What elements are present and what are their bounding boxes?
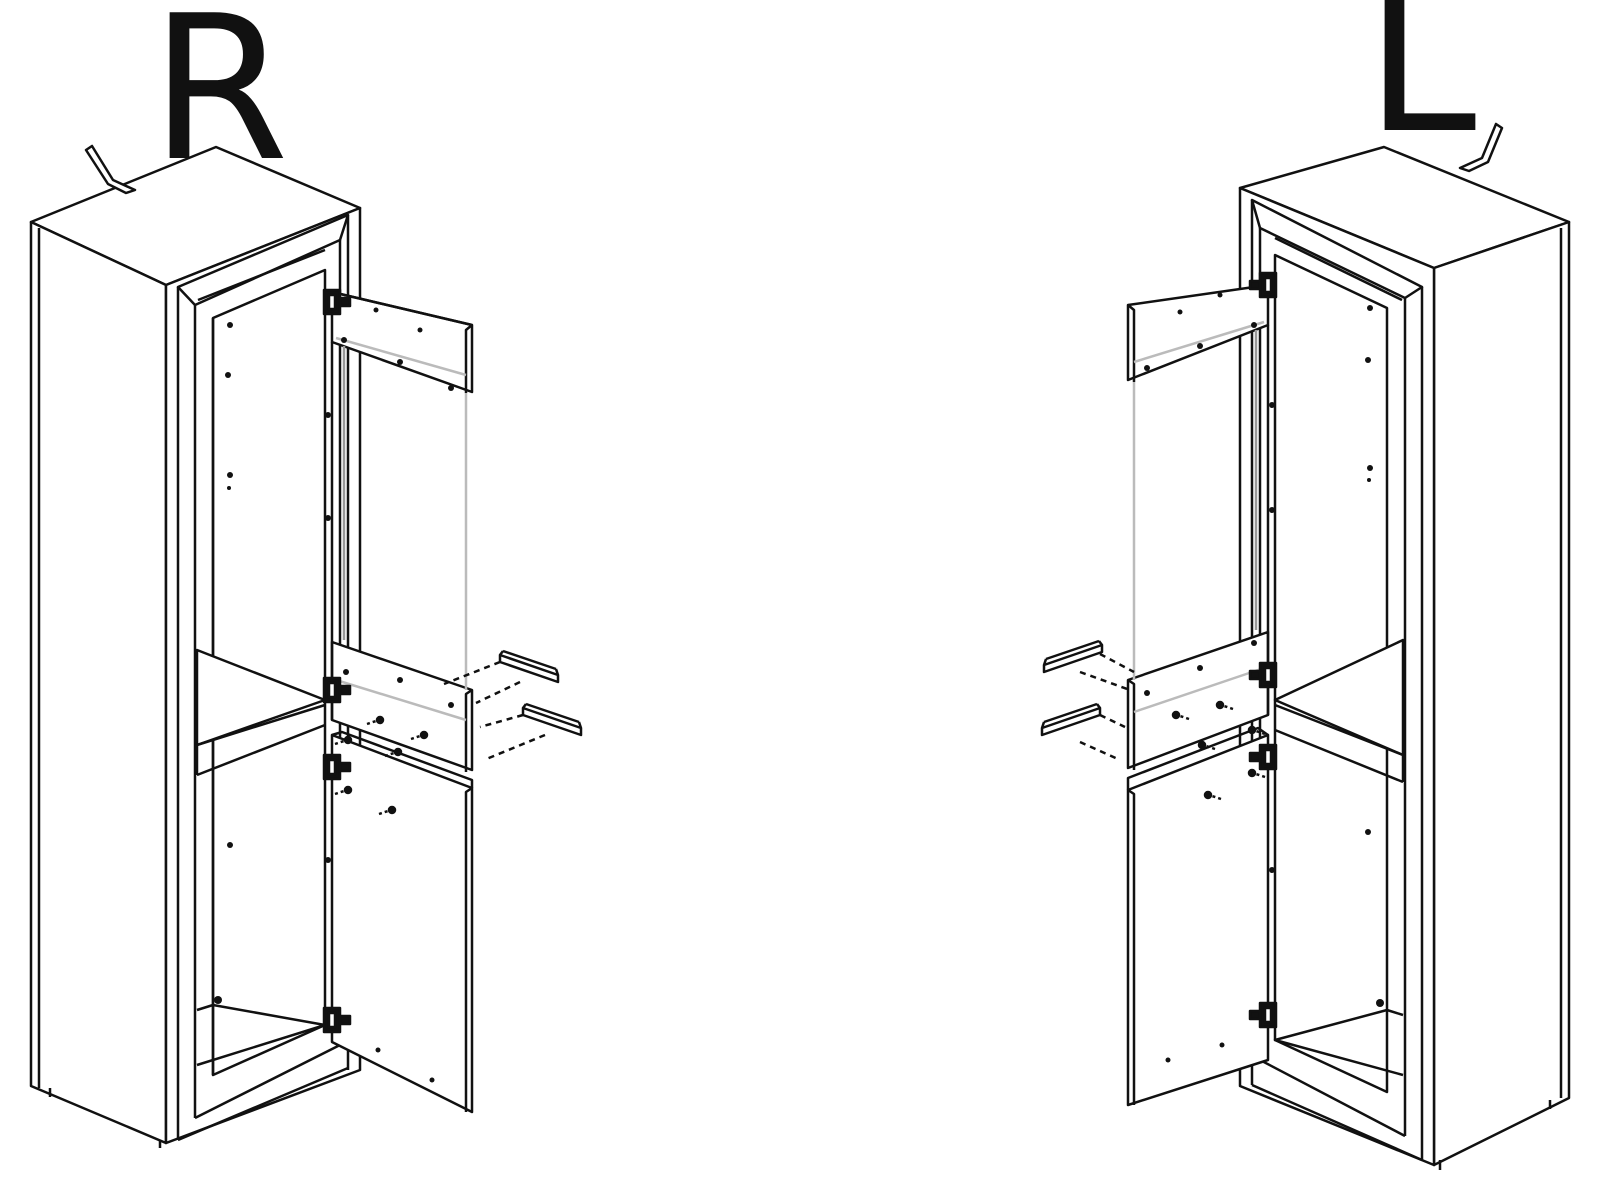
variant-label-left: L [1365,0,1477,178]
wall-bracket-icon [84,144,137,195]
cabinet-right-shelf [195,648,327,747]
cabinet-right [29,144,583,1148]
wall-bracket-icon [1458,122,1504,173]
cabinet-right-side [29,220,168,1145]
variant-label-right: R [150,0,289,206]
handle-icon [1042,639,1104,674]
handle-icon [521,702,583,737]
cabinet-left [1040,122,1571,1170]
cabinet-right-lower-door [330,733,474,1114]
handle-icon [1040,702,1102,737]
handle-icon [498,649,560,684]
